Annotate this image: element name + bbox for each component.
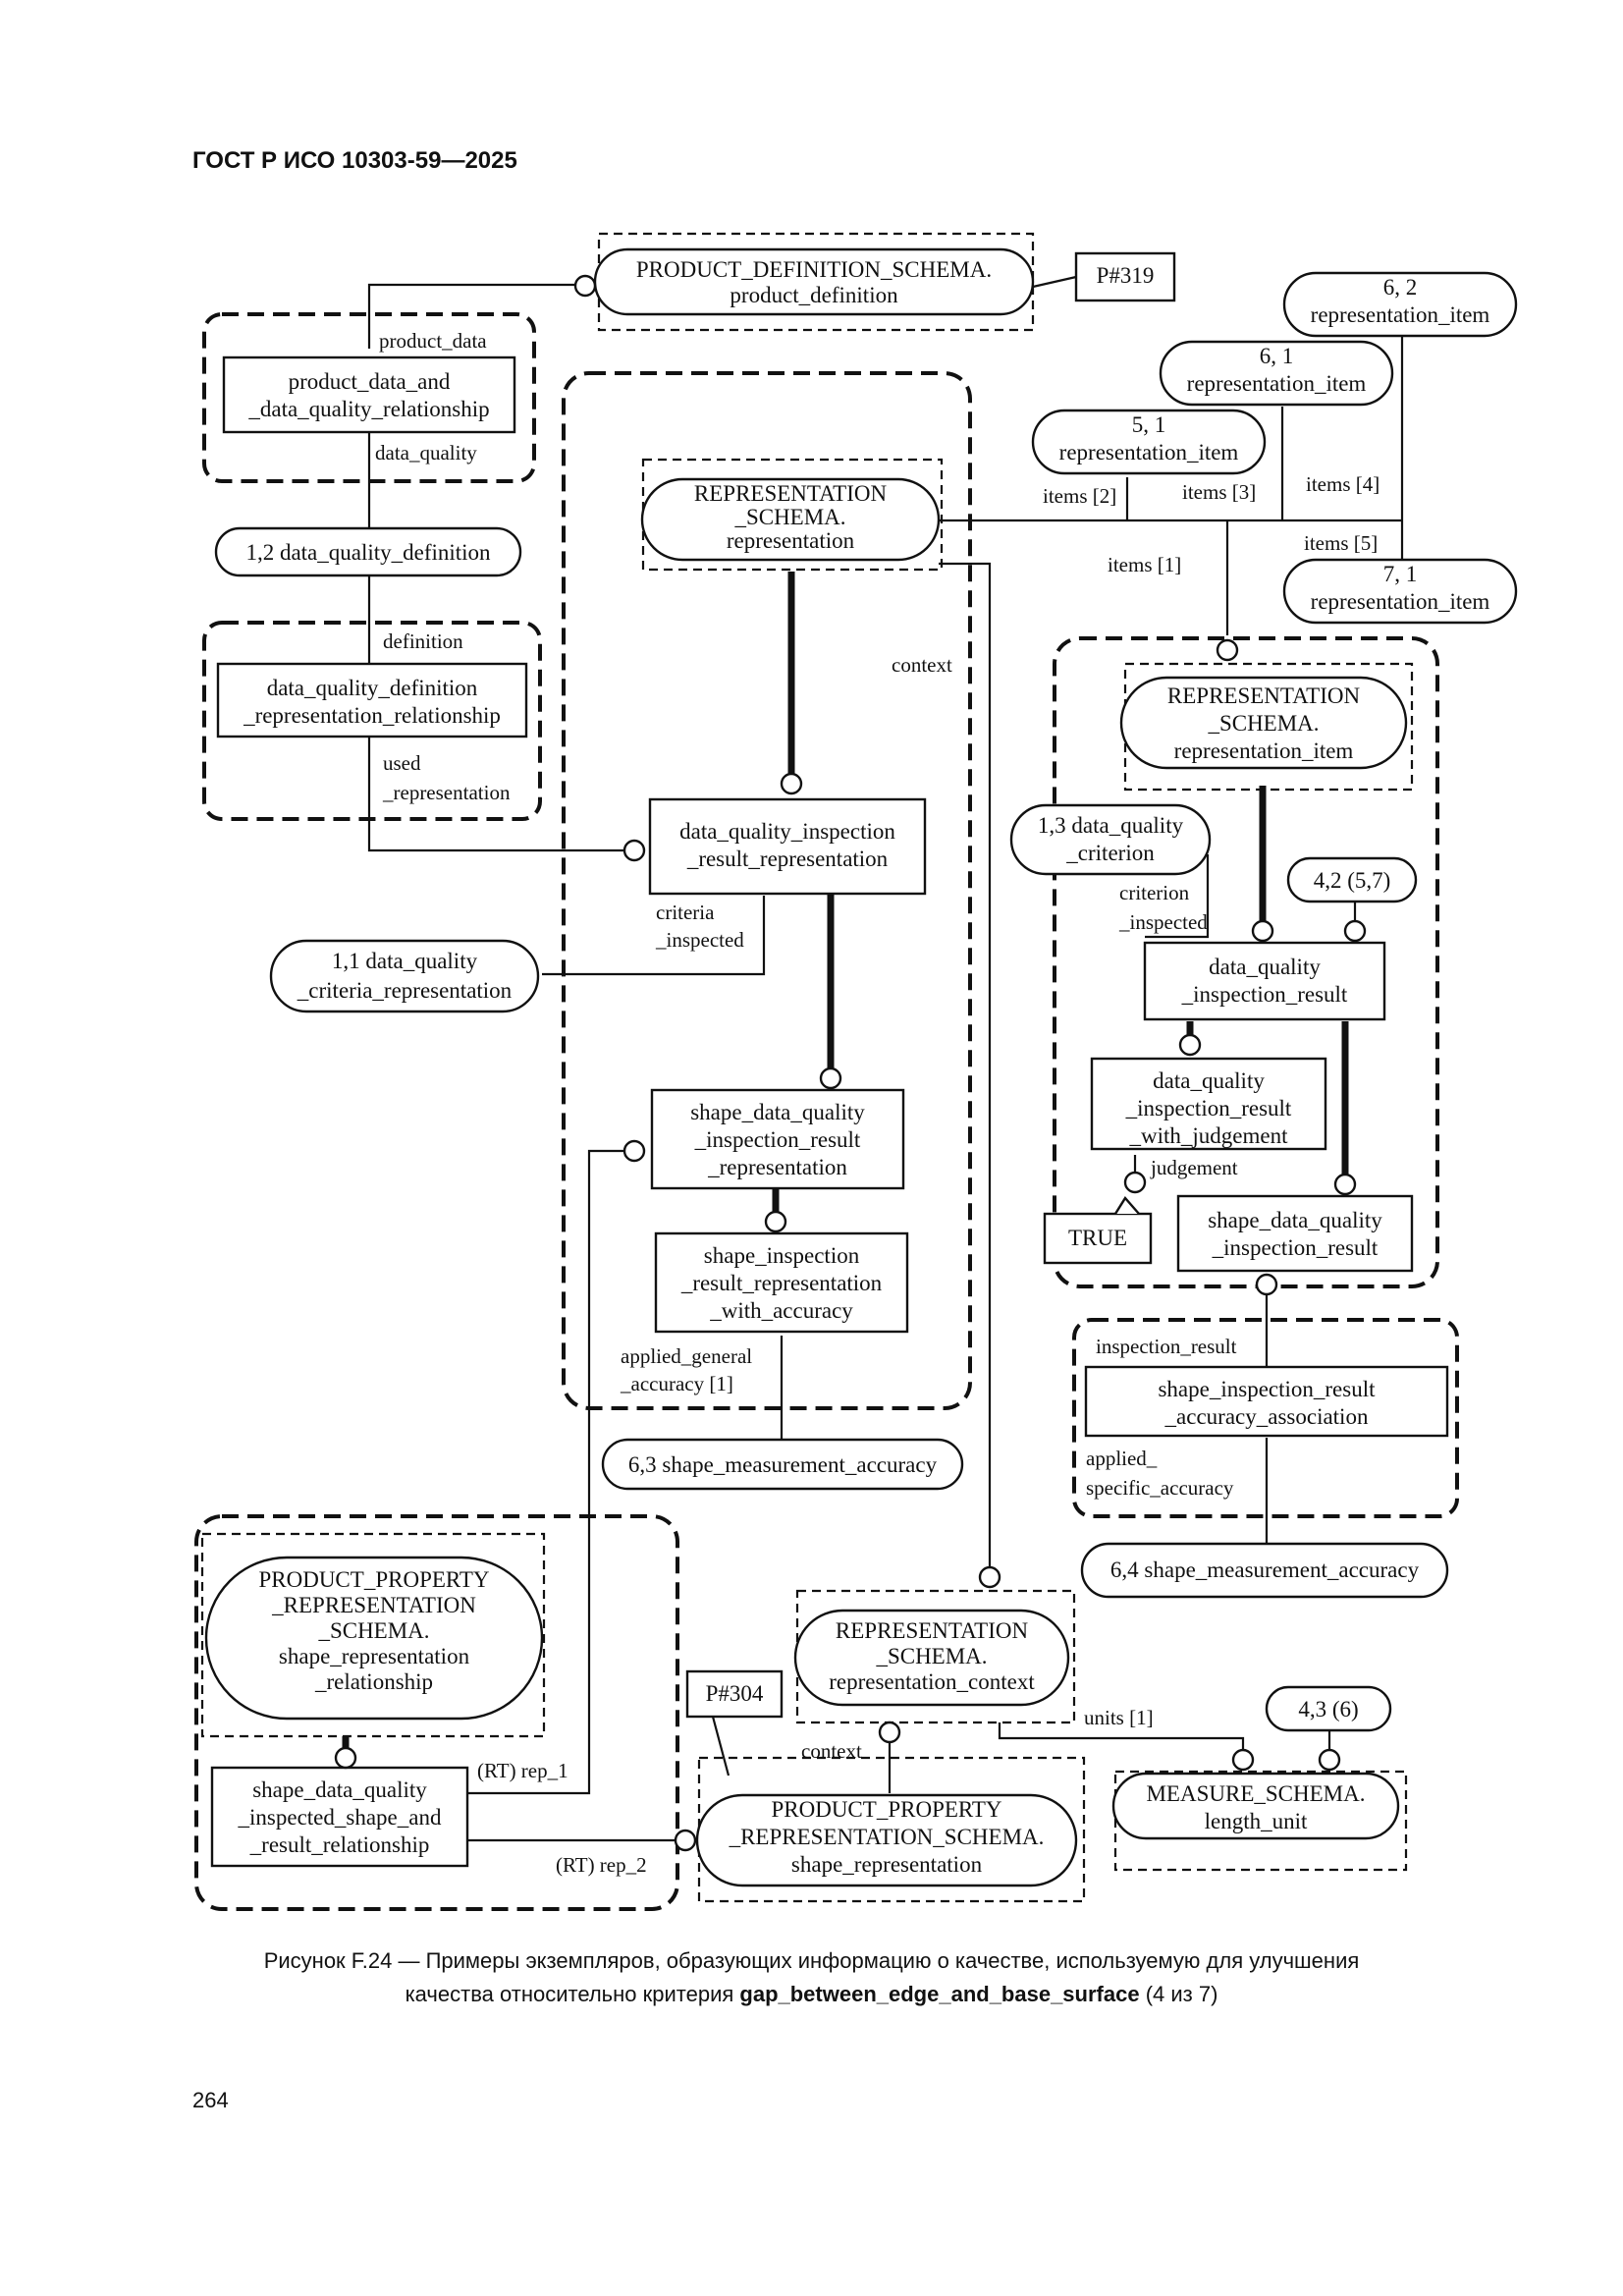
entity-dq-criteria-rep: 1,1 data_quality_criteria_representation: [297, 949, 513, 1003]
entity-shape-dq-inspection-result-rep: shape_data_quality_inspection_result_rep…: [690, 1100, 865, 1179]
label-items-2: items [2]: [1043, 484, 1116, 508]
entity-dq-definition-rep-rel: data_quality_definition_representation_r…: [243, 676, 501, 728]
label-units-1: units [1]: [1084, 1706, 1154, 1729]
label-used-representation: used_representation: [382, 751, 511, 804]
label-items-4: items [4]: [1306, 472, 1380, 496]
document-header: ГОСТ Р ИСО 10303-59—2025: [192, 147, 517, 174]
entity-shapes: [204, 247, 1518, 1887]
entity-ref-42: 4,2 (5,7): [1314, 868, 1391, 893]
diagram-text: PRODUCT_DEFINITION_SCHEMA.product_defini…: [238, 257, 1490, 1877]
group-containers: [194, 232, 1459, 1911]
label-items-1: items [1]: [1108, 553, 1181, 576]
entity-product-property-rep-rel: PRODUCT_PROPERTY_REPRESENTATION_SCHEMA.s…: [258, 1567, 489, 1694]
entity-shape-dq-inspection-result: shape_data_quality_inspection_result: [1208, 1208, 1382, 1260]
label-judgement: judgement: [1150, 1156, 1238, 1179]
caption-criterion-name: gap_between_edge_and_base_surface: [739, 1982, 1140, 2006]
label-items-3: items [3]: [1182, 480, 1256, 504]
entity-dq-inspection-result-rep: data_quality_inspection_result_represent…: [679, 819, 895, 871]
connector-lines: [367, 275, 1404, 1842]
entity-true-value: TRUE: [1068, 1226, 1127, 1250]
entity-shape-measurement-accuracy-64: 6,4 shape_measurement_accuracy: [1110, 1558, 1420, 1582]
relationship-circles: [334, 274, 1367, 1852]
label-rt-rep-2: (RT) rep_2: [556, 1853, 647, 1877]
page-number: 264: [192, 2088, 229, 2112]
label-product-data: product_data: [379, 329, 487, 353]
entity-dq-inspection-result-with-judgement: data_quality_inspection_result_with_judg…: [1125, 1068, 1292, 1148]
label-rt-rep-1: (RT) rep_1: [477, 1759, 568, 1782]
label-context-2: context: [801, 1739, 862, 1763]
entity-shape-representation: PRODUCT_PROPERTY_REPRESENTATION_SCHEMA.s…: [729, 1797, 1045, 1877]
entity-representation-item: REPRESENTATION_SCHEMA.representation_ite…: [1167, 683, 1361, 763]
entity-shape-dq-inspected-shape-rel: shape_data_quality_inspected_shape_and_r…: [238, 1777, 442, 1857]
entity-length-unit: MEASURE_SCHEMA.length_unit: [1146, 1781, 1365, 1833]
label-applied-general-accuracy: applied_general_accuracy [1]: [620, 1344, 752, 1395]
entity-shape-inspection-rep-with-accuracy: shape_inspection_result_representation_w…: [680, 1243, 883, 1323]
entity-p304: P#304: [706, 1681, 764, 1706]
caption-line-2-suffix: (4 из 7): [1139, 1982, 1218, 2006]
entity-shape-inspection-result-accuracy-assoc: shape_inspection_result_accuracy_associa…: [1158, 1377, 1376, 1429]
label-applied-specific-accuracy: applied_specific_accuracy: [1086, 1447, 1234, 1500]
entity-dq-definition: 1,2 data_quality_definition: [245, 540, 491, 565]
caption-line-1: Рисунок F.24 — Примеры экземпляров, обра…: [263, 1948, 1360, 1973]
subtype-lines: [342, 572, 1349, 1750]
label-data-quality: data_quality: [375, 441, 477, 465]
entity-product-data-and-dq-rel: product_data_and_data_quality_relationsh…: [247, 369, 489, 421]
caption-line-2: качества относительно критерия gap_betwe…: [147, 1978, 1476, 2011]
entity-dq-criterion: 1,3 data_quality_criterion: [1038, 813, 1184, 865]
figure-caption: Рисунок F.24 — Примеры экземпляров, обра…: [147, 1944, 1476, 2011]
express-g-instance-diagram: PRODUCT_DEFINITION_SCHEMA.product_defini…: [194, 232, 1518, 1911]
entity-dq-inspection-result: data_quality_inspection_result: [1181, 955, 1348, 1007]
label-criterion-inspected: criterion_inspected: [1118, 881, 1208, 934]
label-criteria-inspected: criteria_inspected: [655, 901, 744, 952]
entity-shape-measurement-accuracy-63: 6,3 shape_measurement_accuracy: [628, 1452, 938, 1477]
entity-ref-43: 4,3 (6): [1298, 1697, 1358, 1722]
caption-line-2-prefix: качества относительно критерия: [405, 1982, 740, 2006]
entity-representation: REPRESENTATION_SCHEMA.representation: [694, 481, 888, 553]
label-definition: definition: [383, 629, 463, 653]
entity-representation-context: REPRESENTATION_SCHEMA.representation_con…: [829, 1618, 1035, 1694]
entity-p319: P#319: [1097, 263, 1155, 288]
entity-product-definition: PRODUCT_DEFINITION_SCHEMA.product_defini…: [636, 257, 992, 307]
label-items-5: items [5]: [1304, 531, 1378, 555]
label-context-1: context: [892, 653, 952, 677]
label-inspection-result: inspection_result: [1096, 1335, 1237, 1358]
